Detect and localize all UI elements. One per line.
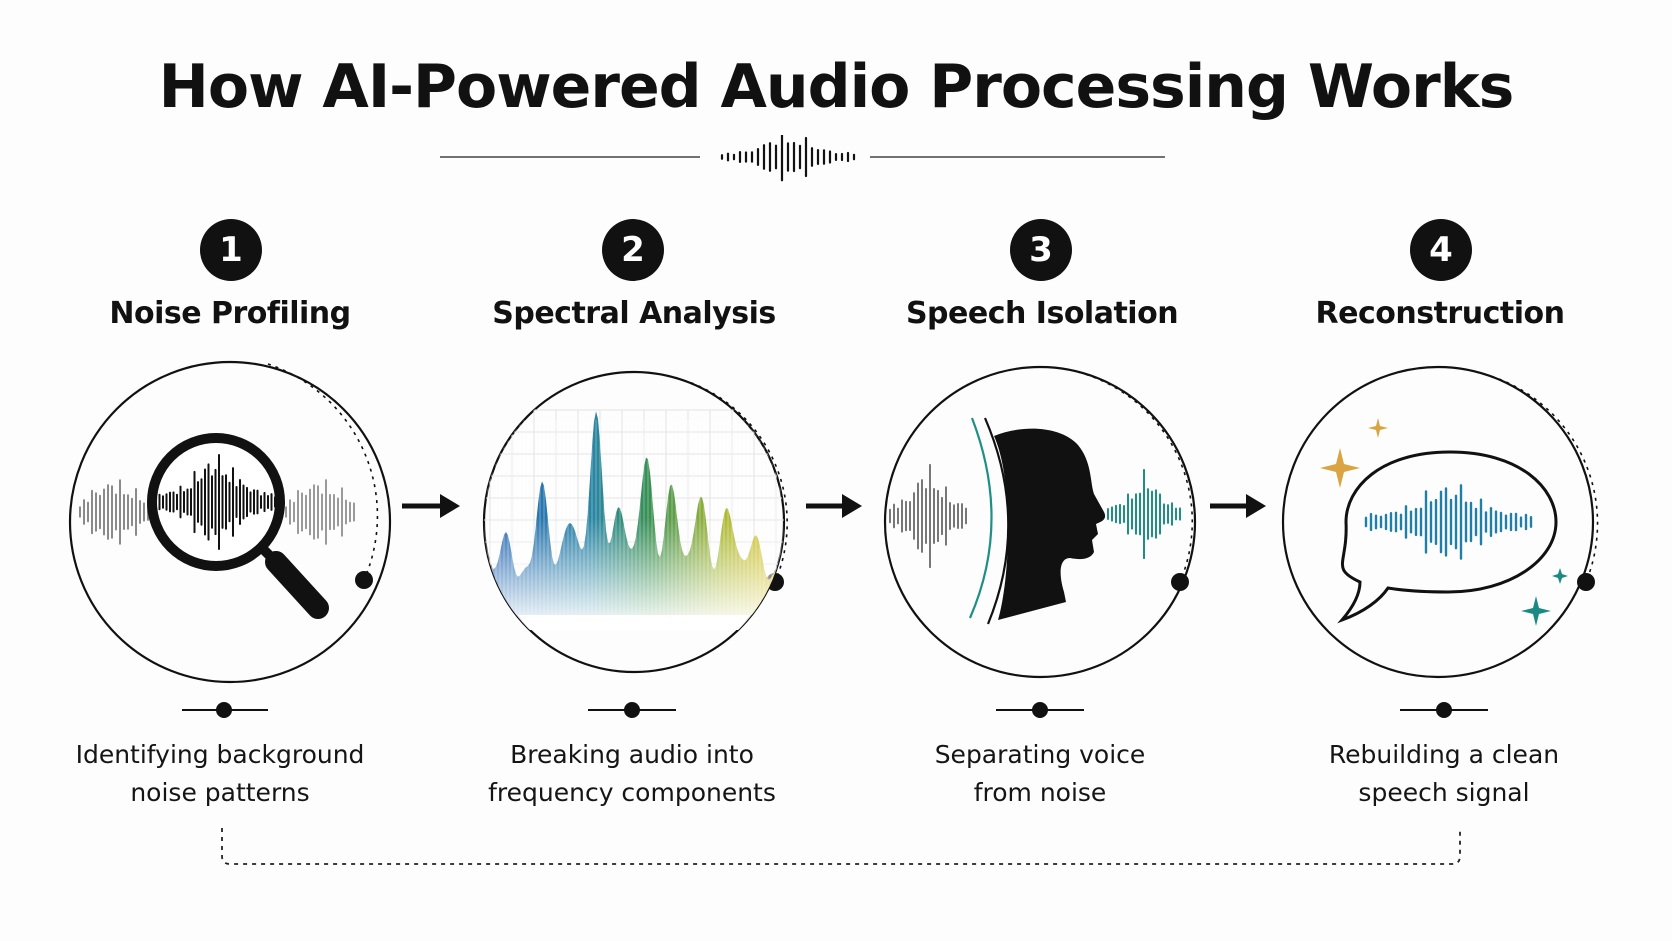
step-4-circle xyxy=(1281,365,1599,679)
step-3-description-line-1: Separating voice xyxy=(934,740,1146,769)
step-3-description: Separating voice from noise xyxy=(850,736,1230,812)
step-4-description-line-2: speech signal xyxy=(1358,778,1530,807)
step-1-description-line-1: Identifying background xyxy=(75,740,365,769)
step-2-badge: 2 xyxy=(602,219,664,281)
step-2-description-line-1: Breaking audio into xyxy=(510,740,754,769)
page-title: How AI-Powered Audio Processing Works xyxy=(158,52,1515,122)
step-3-node xyxy=(1171,573,1189,591)
step-2-title: Spectral Analysis xyxy=(492,296,776,331)
spectrum-peaks-icon xyxy=(484,380,784,630)
step-1-badge: 1 xyxy=(200,219,262,281)
step-3-circle xyxy=(883,365,1197,679)
step-1-description-line-2: noise patterns xyxy=(130,778,310,807)
step-4-badge: 4 xyxy=(1410,219,1472,281)
head-voice-icon xyxy=(889,417,1181,625)
bottom-bracket xyxy=(221,828,1461,865)
step-1-node xyxy=(355,571,373,589)
step-4-description: Rebuilding a clean speech signal xyxy=(1254,736,1634,812)
step-1-title: Noise Profiling xyxy=(109,296,351,331)
step-3-description-line-2: from noise xyxy=(973,778,1107,807)
arrow-3-4-icon xyxy=(1210,494,1266,518)
step-4-node xyxy=(1577,573,1595,591)
arrow-2-3-icon xyxy=(806,494,862,518)
step-1-circle xyxy=(68,360,392,684)
step-connector-marks xyxy=(182,702,1488,718)
speech-bubble-waveform-icon xyxy=(1337,450,1558,624)
step-4-title: Reconstruction xyxy=(1315,296,1565,331)
step-2-description-line-2: frequency components xyxy=(488,778,776,807)
arrow-1-2-icon xyxy=(402,494,460,518)
title-divider xyxy=(440,135,1165,182)
step-4-description-line-1: Rebuilding a clean xyxy=(1328,740,1560,769)
step-2-description: Breaking audio into frequency components xyxy=(442,736,822,812)
step-1-description: Identifying background noise patterns xyxy=(30,736,410,812)
step-3-title: Speech Isolation xyxy=(905,296,1179,331)
divider-waveform-icon xyxy=(720,135,856,182)
step-3-badge: 3 xyxy=(1010,219,1072,281)
magnifier-waveform-icon xyxy=(79,433,355,619)
sparkle-icon xyxy=(1320,418,1568,626)
